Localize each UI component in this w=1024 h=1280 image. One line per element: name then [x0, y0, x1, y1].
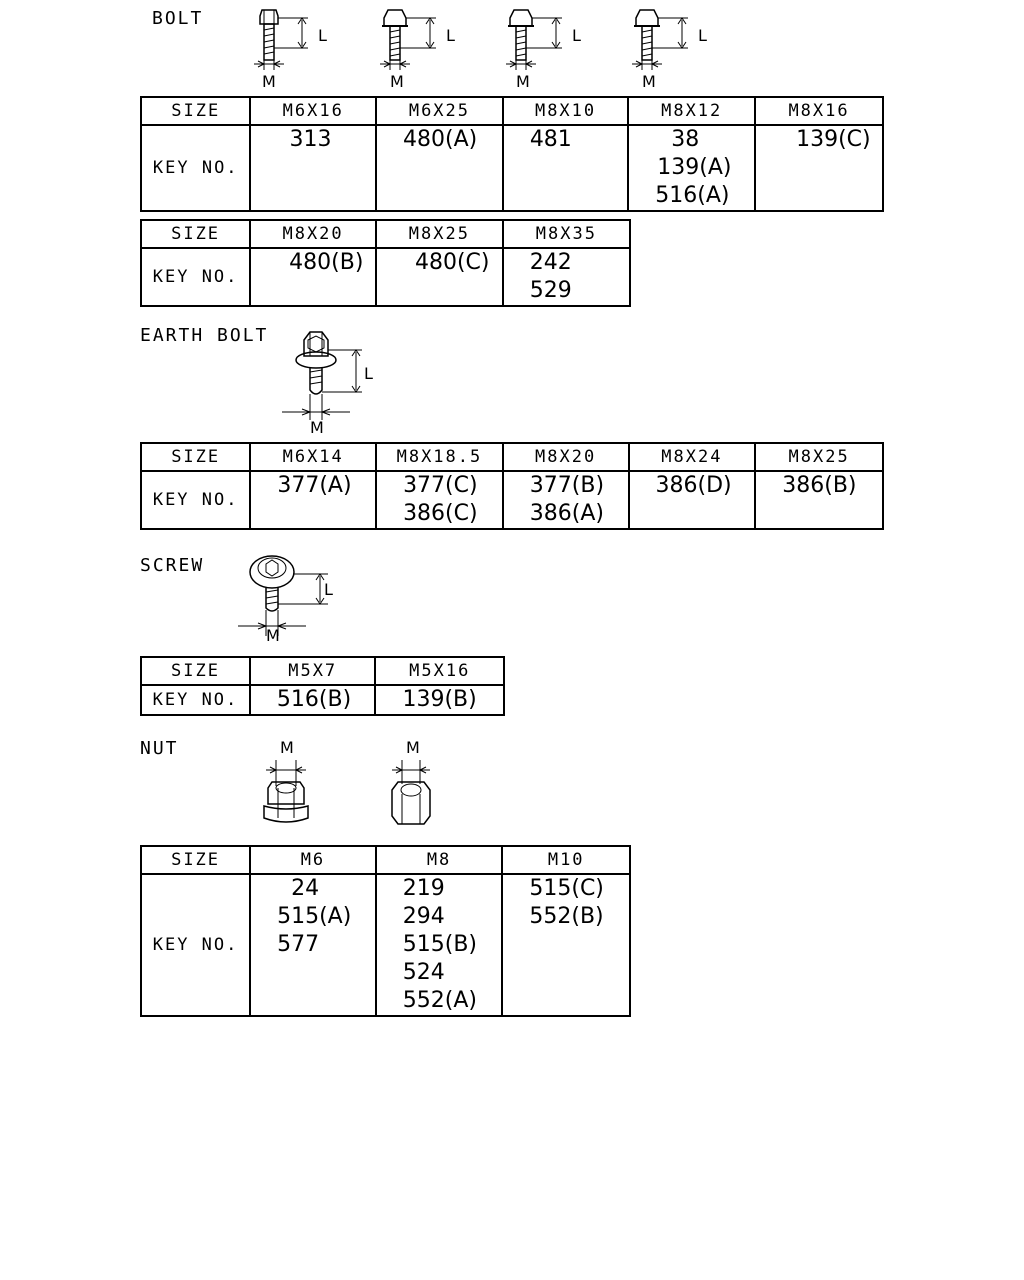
- size-cell: M8X35: [501, 219, 632, 249]
- size-cell: M8X12: [627, 96, 757, 126]
- size-header: SIZE: [139, 845, 252, 875]
- screw-dim-l: L: [324, 580, 333, 599]
- key-no-label: KEY NO.: [140, 684, 251, 716]
- key-cell: 377(A): [249, 470, 378, 530]
- size-cell: M8X10: [501, 96, 630, 126]
- bolt-figure-2: [376, 4, 466, 94]
- key-no-label: KEY NO.: [139, 247, 252, 307]
- bolt-4-dim-l: L: [698, 26, 707, 45]
- size-cell: M6X25: [375, 96, 504, 126]
- size-cell: M8: [374, 845, 504, 875]
- size-cell: M8X25: [374, 219, 504, 249]
- size-cell: M6: [249, 845, 377, 875]
- key-cell: 480(C): [374, 247, 504, 307]
- key-cell: 377(B) 386(A): [501, 470, 630, 530]
- key-no-label: KEY NO.: [139, 470, 252, 530]
- bolt-figure-3: [502, 4, 592, 94]
- key-no-label: KEY NO.: [139, 124, 252, 212]
- key-cell: 481: [501, 124, 630, 212]
- key-cell: 139(C): [754, 124, 884, 212]
- bolt-2-dim-l: L: [446, 26, 455, 45]
- size-cell: M5X7: [248, 656, 377, 686]
- bolt-section-title: BOLT: [152, 8, 204, 29]
- bolt-1-dim-m: M: [262, 72, 276, 91]
- bolt-3-dim-m: M: [516, 72, 530, 91]
- size-header: SIZE: [140, 656, 251, 686]
- flange-nut-figure: [258, 760, 318, 832]
- nut-2-dim-m: M: [406, 738, 420, 757]
- earth-bolt-dim-m: M: [310, 418, 324, 437]
- nut-1-dim-m: M: [280, 738, 294, 757]
- bolt-figure-1: [250, 4, 340, 94]
- screw-section-title: SCREW: [140, 555, 205, 576]
- bolt-table-1: SIZE M6X16 M6X25 M8X10 M8X12 M8X16 KEY N…: [139, 96, 884, 212]
- key-cell: 480(A): [375, 124, 504, 212]
- earth-bolt-figure: [280, 328, 390, 438]
- size-cell: M8X24: [627, 442, 757, 472]
- key-cell: 516(B): [248, 684, 377, 716]
- size-cell: M8X20: [501, 442, 630, 472]
- screw-figure: [236, 552, 336, 648]
- size-cell: M5X16: [374, 656, 505, 686]
- size-cell: M8X18.5: [375, 442, 504, 472]
- size-cell: M8X20: [249, 219, 377, 249]
- size-cell: M10: [501, 845, 631, 875]
- bolt-1-dim-l: L: [318, 26, 327, 45]
- key-cell: 38 139(A) 516(A): [627, 124, 757, 212]
- bolt-table-2: SIZE M8X20 M8X25 M8X35 KEY NO. 480(B) 48…: [139, 219, 632, 307]
- key-cell: 24 515(A) 577: [249, 873, 377, 1017]
- size-cell: M8X25: [754, 442, 884, 472]
- key-cell: 386(D): [627, 470, 757, 530]
- key-cell: 219 294 515(B) 524 552(A): [374, 873, 504, 1017]
- size-cell: M8X16: [754, 96, 884, 126]
- bolt-2-dim-m: M: [390, 72, 404, 91]
- bolt-figure-4: [628, 4, 718, 94]
- key-no-label: KEY NO.: [139, 873, 252, 1017]
- size-cell: M6X16: [249, 96, 378, 126]
- key-cell: 139(B): [374, 684, 505, 716]
- key-cell: 377(C) 386(C): [375, 470, 504, 530]
- key-cell: 242 529: [501, 247, 632, 307]
- earth-bolt-table: SIZE M6X14 M8X18.5 M8X20 M8X24 M8X25 KEY…: [139, 442, 884, 530]
- size-header: SIZE: [139, 442, 252, 472]
- nut-table: SIZE M6 M8 M10 KEY NO. 24 515(A) 577 219…: [139, 845, 631, 1017]
- key-cell: 480(B): [249, 247, 377, 307]
- earth-bolt-dim-l: L: [364, 364, 373, 383]
- size-header: SIZE: [139, 219, 252, 249]
- key-cell: 313: [249, 124, 378, 212]
- key-cell: 515(C) 552(B): [501, 873, 631, 1017]
- bolt-3-dim-l: L: [572, 26, 581, 45]
- size-header: SIZE: [139, 96, 252, 126]
- screw-dim-m: M: [266, 626, 280, 645]
- screw-table: SIZE M5X7 M5X16 KEY NO. 516(B) 139(B): [140, 656, 505, 716]
- hex-nut-figure: [386, 760, 446, 832]
- earth-bolt-section-title: EARTH BOLT: [140, 325, 269, 346]
- size-cell: M6X14: [249, 442, 378, 472]
- key-cell: 386(B): [754, 470, 884, 530]
- bolt-4-dim-m: M: [642, 72, 656, 91]
- nut-section-title: NUT: [140, 738, 179, 759]
